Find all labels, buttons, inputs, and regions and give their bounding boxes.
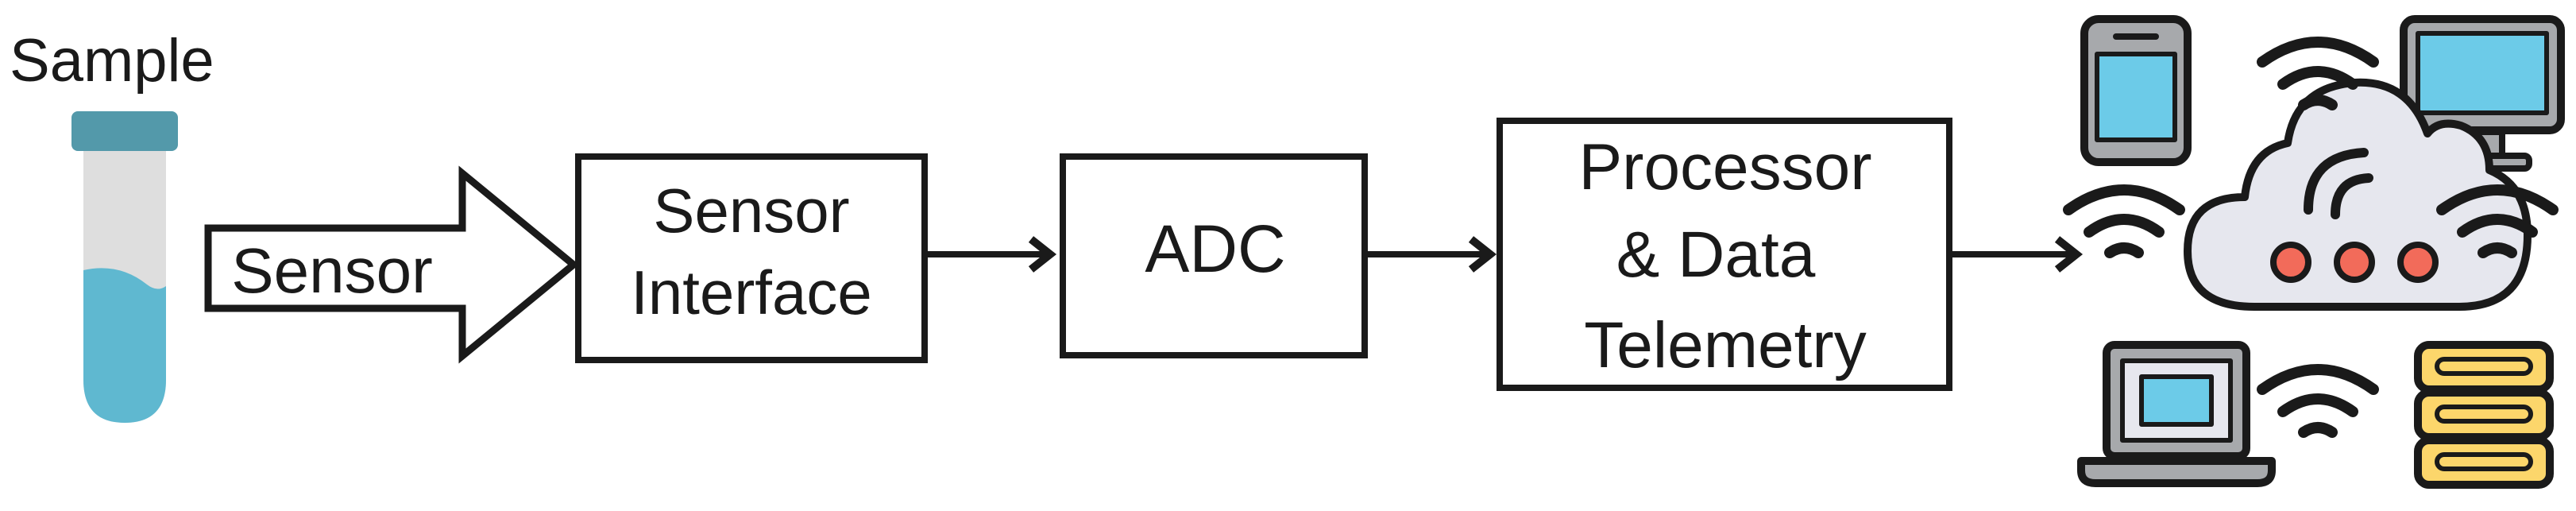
sample-label: Sample (10, 27, 214, 95)
smartphone-icon (2080, 15, 2192, 166)
sensor-interface-line-2: Interface (631, 257, 872, 327)
arrow-interface-to-adc (925, 236, 1057, 273)
sensor-label: Sensor (231, 235, 432, 306)
database-icon (2414, 341, 2554, 489)
processor-line-1: Processor (1578, 131, 1871, 203)
processor-block: Processor & Data Telemetry (1497, 118, 1952, 391)
processor-line-2: & Data (1616, 219, 1816, 291)
processor-line-3: Telemetry (1584, 309, 1866, 381)
test-tube-icon (71, 111, 178, 423)
cloud-icon (2184, 78, 2532, 311)
arrow-processor-to-cloud (1949, 236, 2084, 273)
sensor-interface-line-1: Sensor (653, 176, 849, 246)
adc-block: ADC (1060, 153, 1368, 358)
wifi-icon (2063, 184, 2185, 258)
iot-cluster (2077, 15, 2565, 489)
wifi-icon (2257, 364, 2379, 438)
adc-label: ADC (1145, 211, 1285, 286)
wifi-icon (2257, 37, 2379, 110)
wifi-icon (2436, 184, 2559, 258)
laptop-icon (2077, 341, 2276, 487)
sensor-arrow (204, 165, 580, 364)
sensor-interface-block: Sensor Interface (575, 153, 928, 363)
arrow-adc-to-processor (1365, 236, 1497, 273)
